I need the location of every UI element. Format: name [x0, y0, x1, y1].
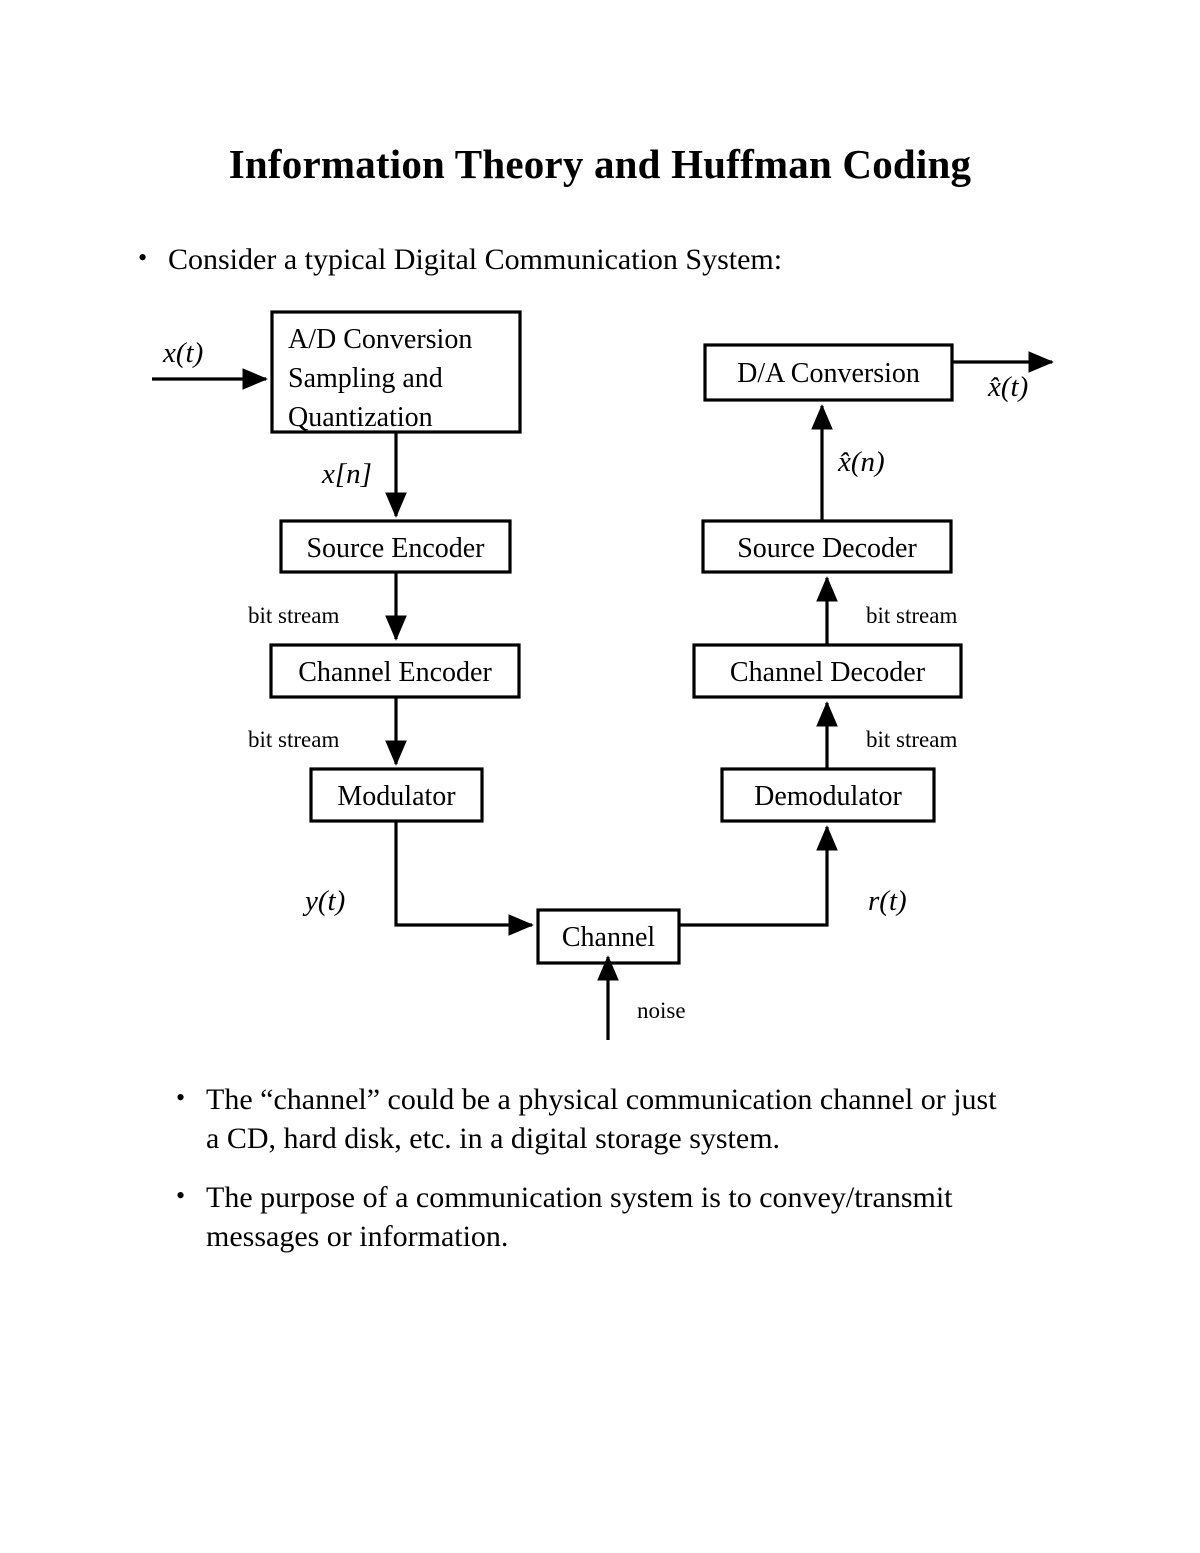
page-title: Information Theory and Huffman Coding [228, 141, 972, 187]
note-bullet-2-text: The purpose of a communication system is… [206, 1181, 953, 1253]
box-da-conversion: D/A Conversion [703, 343, 954, 402]
arrow-modulator-to-channel [394, 821, 534, 936]
note-bullet-2: • The purpose of a communication system … [176, 1178, 1016, 1256]
signal-label-xhat-t: x̂(t) [987, 371, 1028, 403]
box-ad-conversion: A/D Conversion Sampling and Quantization [270, 310, 522, 434]
box-source-encoder-label: Source Encoder [306, 533, 485, 564]
box-ad-conversion-label-3: Quantization [288, 402, 433, 433]
bullet-marker-icon: • [138, 243, 148, 272]
box-modulator: Modulator [309, 767, 484, 823]
box-ad-conversion-label-2: Sampling and [288, 363, 443, 394]
box-source-decoder-label: Source Decoder [737, 533, 917, 564]
note-bullet-1: • The “channel” could be a physical comm… [176, 1080, 1016, 1158]
box-channel-decoder-label: Channel Decoder [730, 657, 926, 688]
box-modulator-label: Modulator [337, 781, 456, 812]
box-demodulator-label: Demodulator [754, 781, 902, 812]
box-demodulator: Demodulator [720, 767, 936, 823]
bullet-marker-icon: • [176, 1181, 186, 1210]
box-da-conversion-label: D/A Conversion [737, 358, 920, 389]
bullet-marker-icon: • [176, 1083, 186, 1112]
digital-communication-system-diagram: x(t) A/D Conversion Sampling and Quantiz… [0, 295, 1200, 1065]
note-bullet-1-text: The “channel” could be a physical commun… [206, 1083, 997, 1155]
signal-label-r-t: r(t) [868, 885, 907, 917]
signal-label-y-t: y(t) [302, 885, 345, 917]
label-bit-stream-1: bit stream [248, 603, 339, 628]
box-channel-label: Channel [562, 922, 656, 953]
intro-bullet: • Consider a typical Digital Communicati… [138, 240, 1038, 279]
box-channel-decoder: Channel Decoder [692, 643, 963, 699]
box-channel-encoder-label: Channel Encoder [298, 657, 492, 688]
arrow-channel-to-demodulator [679, 825, 838, 927]
signal-label-x-t: x(t) [162, 337, 203, 369]
box-ad-conversion-label-1: A/D Conversion [288, 324, 472, 355]
box-source-encoder: Source Encoder [279, 519, 512, 574]
signal-label-xhat-n: x̂(n) [837, 446, 885, 478]
label-bit-stream-2: bit stream [248, 727, 339, 752]
box-channel: Channel [536, 908, 681, 965]
box-source-decoder: Source Decoder [701, 519, 953, 574]
label-noise: noise [637, 998, 686, 1023]
signal-label-x-n: x[n] [321, 458, 372, 490]
box-channel-encoder: Channel Encoder [269, 643, 521, 699]
label-bit-stream-3: bit stream [866, 727, 957, 752]
intro-bullet-text: Consider a typical Digital Communication… [168, 243, 783, 276]
label-bit-stream-4: bit stream [866, 603, 957, 628]
